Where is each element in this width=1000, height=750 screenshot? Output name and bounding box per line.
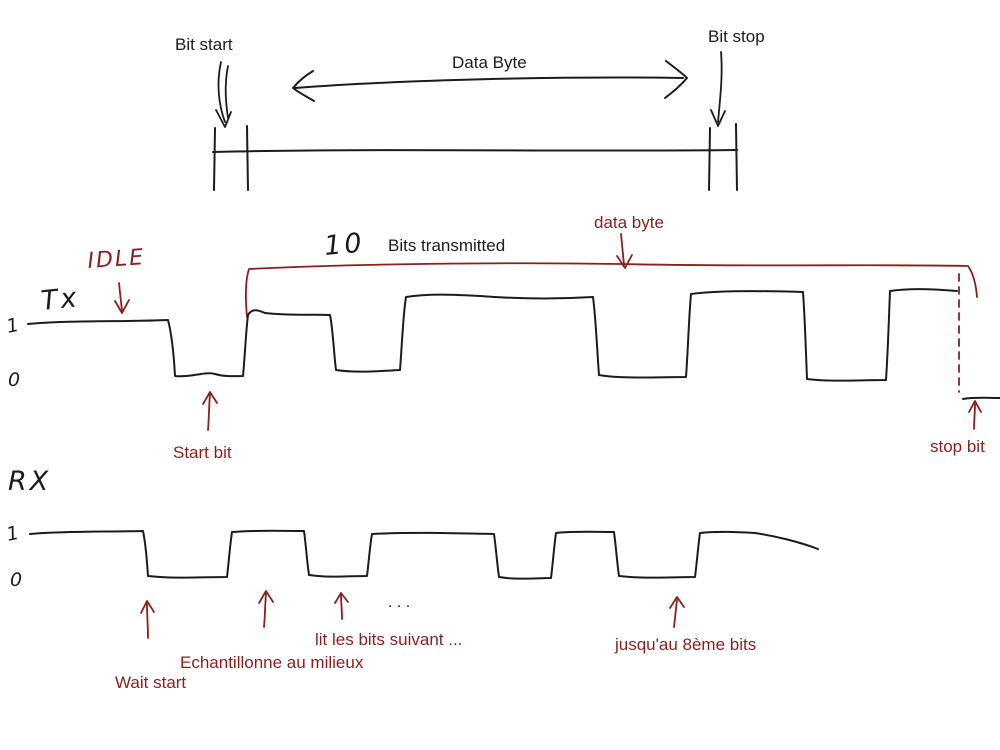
rx-section: RX 1 0 Wait start Echantillonne au milie… [4, 466, 819, 692]
data-byte-annotation: data byte [594, 213, 664, 232]
tx-level-1-label: 1 [4, 314, 20, 338]
tx-label: Tx [39, 282, 81, 317]
bits-transmitted-label: Bits transmitted [388, 236, 505, 255]
tick-stop-right [735, 123, 738, 191]
tick-stop-left [708, 127, 711, 191]
timeline [212, 123, 738, 191]
rx-label: RX [8, 466, 51, 497]
bit-start-label: Bit start [175, 35, 233, 54]
bit-stop-arrow-icon [710, 51, 726, 127]
wait-start-arrow-icon [140, 600, 155, 639]
data-byte-arrow-icon [616, 233, 633, 269]
idle-label: IDLE [87, 245, 146, 274]
data-byte-span-label: Data Byte [452, 53, 527, 72]
bit-stop-label: Bit stop [708, 27, 765, 46]
tick-start-right [246, 125, 249, 191]
start-bit-arrow-icon [202, 391, 218, 431]
tx-waveform [27, 288, 958, 382]
top-frame: Bit start Data Byte Bit stop [175, 27, 765, 191]
rx-level-0-label: 0 [10, 569, 22, 591]
tick-start-left [213, 127, 216, 191]
bit-start-arrow-icon [215, 61, 232, 128]
start-bit-annotation: Start bit [173, 443, 232, 462]
sample-middle-annotation: Echantillonne au milieux [180, 653, 364, 672]
until-8th-annotation: jusqu'au 8ème bits [614, 635, 756, 654]
idle-arrow-icon [114, 282, 130, 314]
ellipsis-label: . . . [388, 594, 410, 611]
stop-bit-annotation: stop bit [930, 437, 985, 456]
wait-start-annotation: Wait start [115, 673, 186, 692]
rx-waveform [29, 529, 819, 580]
sample-middle-arrow-icon [258, 590, 274, 628]
bits-count-label: 10 [323, 228, 366, 262]
data-byte-double-arrow-icon [292, 60, 688, 102]
read-next-annotation: lit les bits suivant ... [315, 630, 462, 649]
stop-bit-low-segment [962, 396, 1000, 400]
stop-bit-arrow-icon [968, 400, 982, 430]
tx-section: IDLE Tx 1 0 10 Bits transmitted data byt… [4, 213, 1000, 462]
tx-level-0-label: 0 [8, 369, 20, 391]
read-next-arrow-icon [334, 592, 349, 620]
until-8th-arrow-icon [669, 596, 685, 628]
data-byte-bracket [245, 262, 978, 318]
rx-level-1-label: 1 [4, 522, 20, 546]
